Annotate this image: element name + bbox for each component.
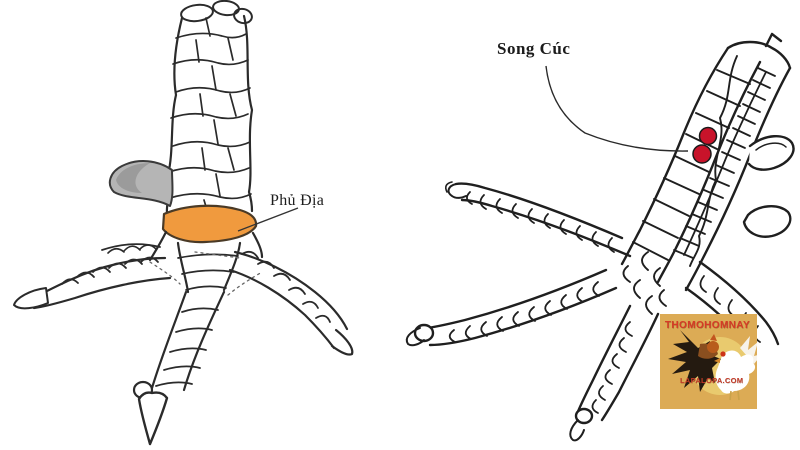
right-upper-toe xyxy=(445,181,632,258)
left-right-claw xyxy=(330,328,354,356)
dark-rooster-icon xyxy=(668,330,721,392)
song-cuc-pointer-line xyxy=(545,65,689,152)
left-middle-claw xyxy=(137,391,169,446)
right-lower-toe-claw xyxy=(569,419,585,442)
right-long-toe-claw xyxy=(405,327,425,347)
logo-roosters-art xyxy=(668,330,757,401)
left-middle-toe xyxy=(132,290,226,446)
left-leg-spur xyxy=(108,160,174,207)
right-long-toe xyxy=(405,268,618,347)
logo-title: THOMOHOMNAY xyxy=(664,320,751,331)
left-foot-center xyxy=(148,230,264,296)
left-side-claw xyxy=(13,287,49,310)
left-leg-top-scales xyxy=(180,0,253,25)
right-leg-hex-scales xyxy=(632,55,751,267)
right-lower-toe xyxy=(569,304,660,442)
right-foot-diagram xyxy=(405,32,795,442)
label-song-cuc: Song Cúc xyxy=(497,39,571,58)
phu-dia-pointer-line xyxy=(237,207,299,232)
white-rooster-icon xyxy=(714,336,757,401)
left-right-toe xyxy=(228,250,354,356)
logo-watermark: THOMOHOMNAY LAPALOPA.COM xyxy=(660,314,757,409)
phu-dia-band xyxy=(161,204,258,244)
right-foot-joint xyxy=(622,251,667,315)
left-leg-scale-pattern xyxy=(168,17,252,211)
right-leg-side-scales xyxy=(673,67,776,259)
label-phu-dia: Phủ Địa xyxy=(270,192,325,209)
left-side-toe xyxy=(13,243,172,310)
left-foot-diagram xyxy=(13,0,354,446)
right-leg-spur xyxy=(742,135,795,238)
logo-website: LAPALOPA.COM xyxy=(680,376,744,385)
song-cuc-dots xyxy=(692,126,718,164)
